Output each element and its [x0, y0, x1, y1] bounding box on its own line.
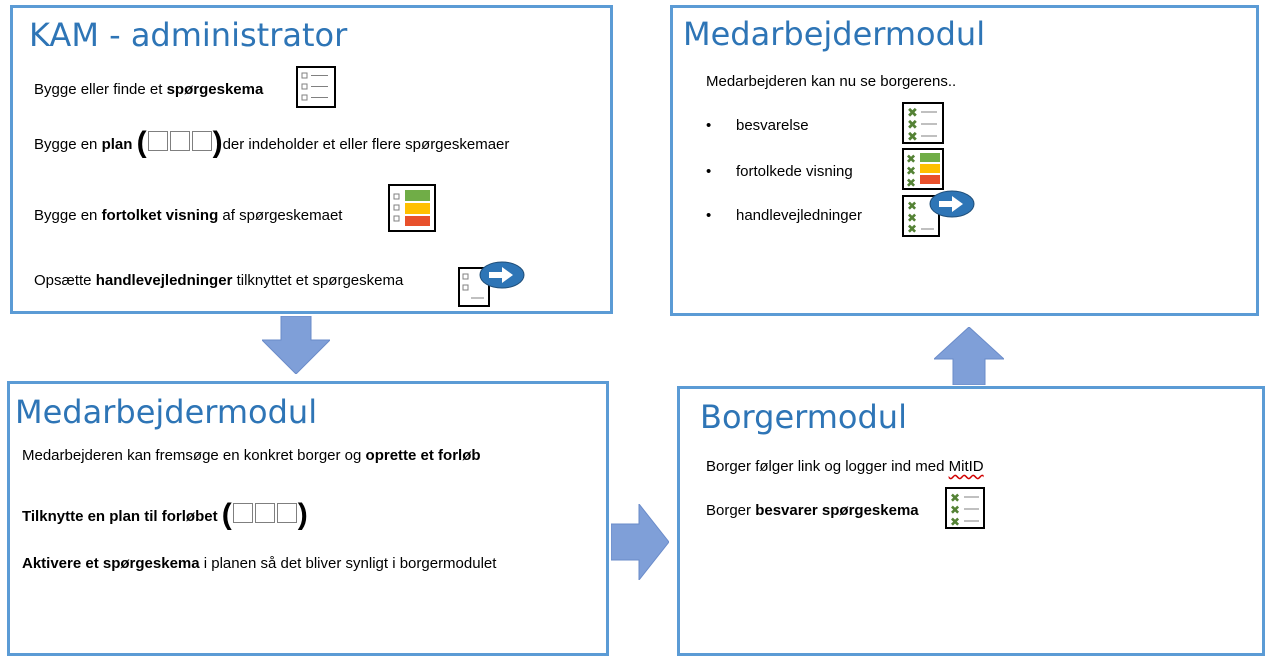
interpreted-view-icon	[388, 184, 436, 232]
list-item: fortolkede visning	[736, 163, 853, 180]
plan-icon: ()	[136, 126, 223, 159]
svg-text:✖: ✖	[906, 176, 916, 190]
list-item: handlevejledninger	[736, 207, 862, 224]
mitid-word: MitID	[948, 458, 984, 475]
svg-text:✖: ✖	[907, 199, 917, 213]
plan-icon: ()	[221, 498, 308, 531]
interpreted-view-icon: ✖ ✖ ✖	[902, 148, 944, 190]
guidance-icon: ✖ ✖ ✖	[902, 190, 975, 237]
kam-line-1: Bygge eller finde et spørgeskema	[34, 81, 264, 98]
svg-text:✖: ✖	[907, 130, 918, 144]
panel-title: Medarbejdermodul	[15, 393, 318, 431]
kam-line-4: Opsætte handlevejledninger tilknyttet et…	[34, 272, 404, 289]
answered-form-icon: ✖ ✖ ✖	[902, 102, 944, 144]
medarbejdermodul-panel-top: Medarbejdermodul Medarbejderen kan nu se…	[670, 5, 1259, 316]
panel-title: Borgermodul	[700, 398, 907, 436]
borgermodul-panel: Borgermodul Borger følger link og logger…	[677, 386, 1265, 656]
bullet: •	[706, 163, 712, 180]
svg-text:✖: ✖	[950, 491, 960, 505]
med-bottom-line-2: Tilknytte en plan til forløbet ()	[22, 498, 308, 531]
svg-text:✖: ✖	[906, 164, 916, 178]
med-bottom-line-1: Medarbejderen kan fremsøge en konkret bo…	[22, 447, 481, 464]
panel-title: Medarbejdermodul	[683, 15, 986, 53]
med-bottom-line-3: Aktivere et spørgeskema i planen så det …	[22, 555, 497, 572]
bullet: •	[706, 207, 712, 224]
med-top-intro: Medarbejderen kan nu se borgerens..	[706, 73, 957, 90]
arrow-down-icon	[262, 316, 330, 374]
svg-text:✖: ✖	[907, 118, 918, 133]
svg-text:✖: ✖	[907, 222, 917, 236]
svg-text:✖: ✖	[906, 152, 916, 166]
list-item: besvarelse	[736, 117, 809, 134]
borger-line-2: Borger besvarer spørgeskema	[706, 502, 919, 519]
guidance-icon	[458, 261, 525, 307]
arrow-up-icon	[934, 327, 1004, 385]
bullet: •	[706, 117, 712, 134]
form-icon	[296, 66, 336, 108]
answered-form-icon: ✖ ✖ ✖	[945, 487, 985, 529]
arrow-right-icon	[611, 504, 669, 580]
borger-line-1: Borger følger link og logger ind med Mit…	[706, 458, 984, 475]
kam-line-2: Bygge en plan ()der indeholder et eller …	[34, 126, 510, 159]
kam-line-3: Bygge en fortolket visning af spørgeskem…	[34, 207, 343, 224]
kam-admin-panel: KAM - administrator Bygge eller finde et…	[10, 5, 613, 314]
medarbejdermodul-panel-bottom: Medarbejdermodul Medarbejderen kan frems…	[7, 381, 609, 656]
svg-text:✖: ✖	[950, 515, 960, 529]
panel-title: KAM - administrator	[29, 16, 348, 54]
svg-text:✖: ✖	[950, 503, 960, 517]
svg-text:✖: ✖	[907, 211, 917, 225]
svg-text:✖: ✖	[907, 106, 918, 121]
